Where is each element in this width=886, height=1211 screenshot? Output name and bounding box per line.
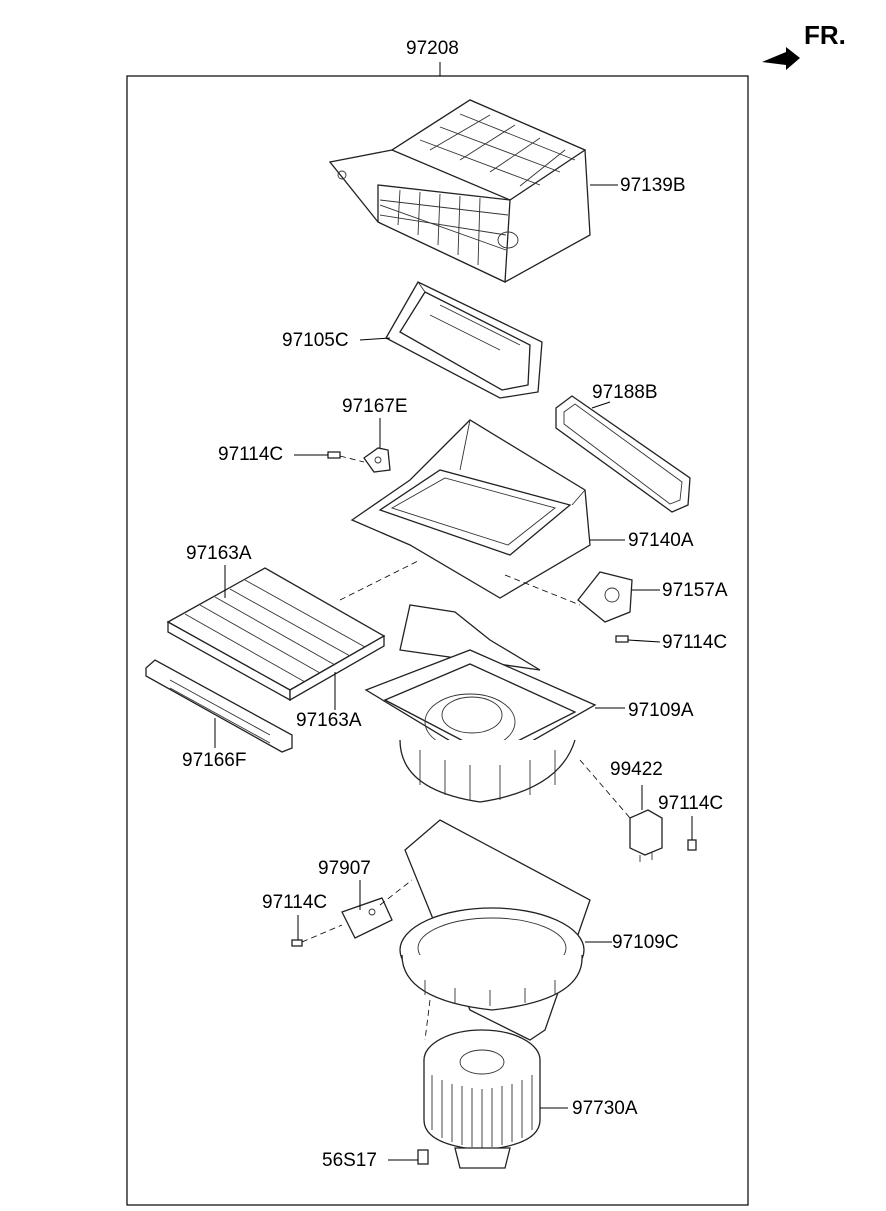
label-97139B: 97139B [620, 175, 686, 196]
part-56S17-screw [417, 1149, 429, 1165]
part-97907-resistor [341, 897, 393, 939]
label-97188B: 97188B [592, 382, 658, 403]
label-97105C: 97105C [282, 330, 349, 351]
part-97109C-blower-lower-case [399, 819, 591, 1041]
part-97157A-actuator [577, 571, 633, 623]
label-97907: 97907 [318, 858, 371, 879]
leader-97188B [591, 401, 611, 409]
label-97167E: 97167E [342, 396, 408, 417]
part-97166F-cover [145, 659, 293, 753]
label-97163A-bottom: 97163A [296, 710, 362, 731]
label-97163A-top: 97163A [186, 543, 252, 564]
label-front-direction: FR. [804, 20, 846, 50]
part-97114C-screw-a [327, 451, 341, 459]
part-97140A-case [350, 419, 591, 599]
part-97139B-upper-case [328, 99, 591, 283]
part-97105C-duct [385, 281, 543, 399]
front-arrow-icon [762, 47, 800, 70]
part-97114C-screw-b [615, 635, 629, 643]
part-97163A-filter [166, 567, 386, 702]
part-97730A-blower-motor-fan [423, 1029, 541, 1169]
part-97109A-blower-upper-case [364, 604, 597, 803]
label-97114C-c: 97114C [658, 793, 724, 814]
label-97109A: 97109A [628, 700, 694, 721]
label-97114C-b: 97114C [662, 632, 728, 653]
label-assembly-97208: 97208 [406, 38, 459, 59]
label-97114C-d: 97114C [262, 892, 328, 913]
part-97167E-bracket [363, 447, 391, 473]
part-97188B-seal [555, 395, 691, 513]
label-97166F: 97166F [182, 750, 247, 771]
part-97114C-screw-d [291, 939, 303, 947]
label-97109C: 97109C [612, 932, 679, 953]
assembly-frame [126, 75, 749, 1206]
label-97157A: 97157A [662, 580, 728, 601]
part-97114C-screw-c [687, 839, 697, 851]
label-97140A: 97140A [628, 530, 694, 551]
label-56S17: 56S17 [322, 1150, 377, 1171]
label-97730A: 97730A [572, 1098, 638, 1119]
label-97114C-a: 97114C [218, 444, 284, 465]
part-99422-relay [629, 809, 663, 862]
leader-97105C [359, 337, 391, 341]
label-99422: 99422 [610, 759, 663, 780]
